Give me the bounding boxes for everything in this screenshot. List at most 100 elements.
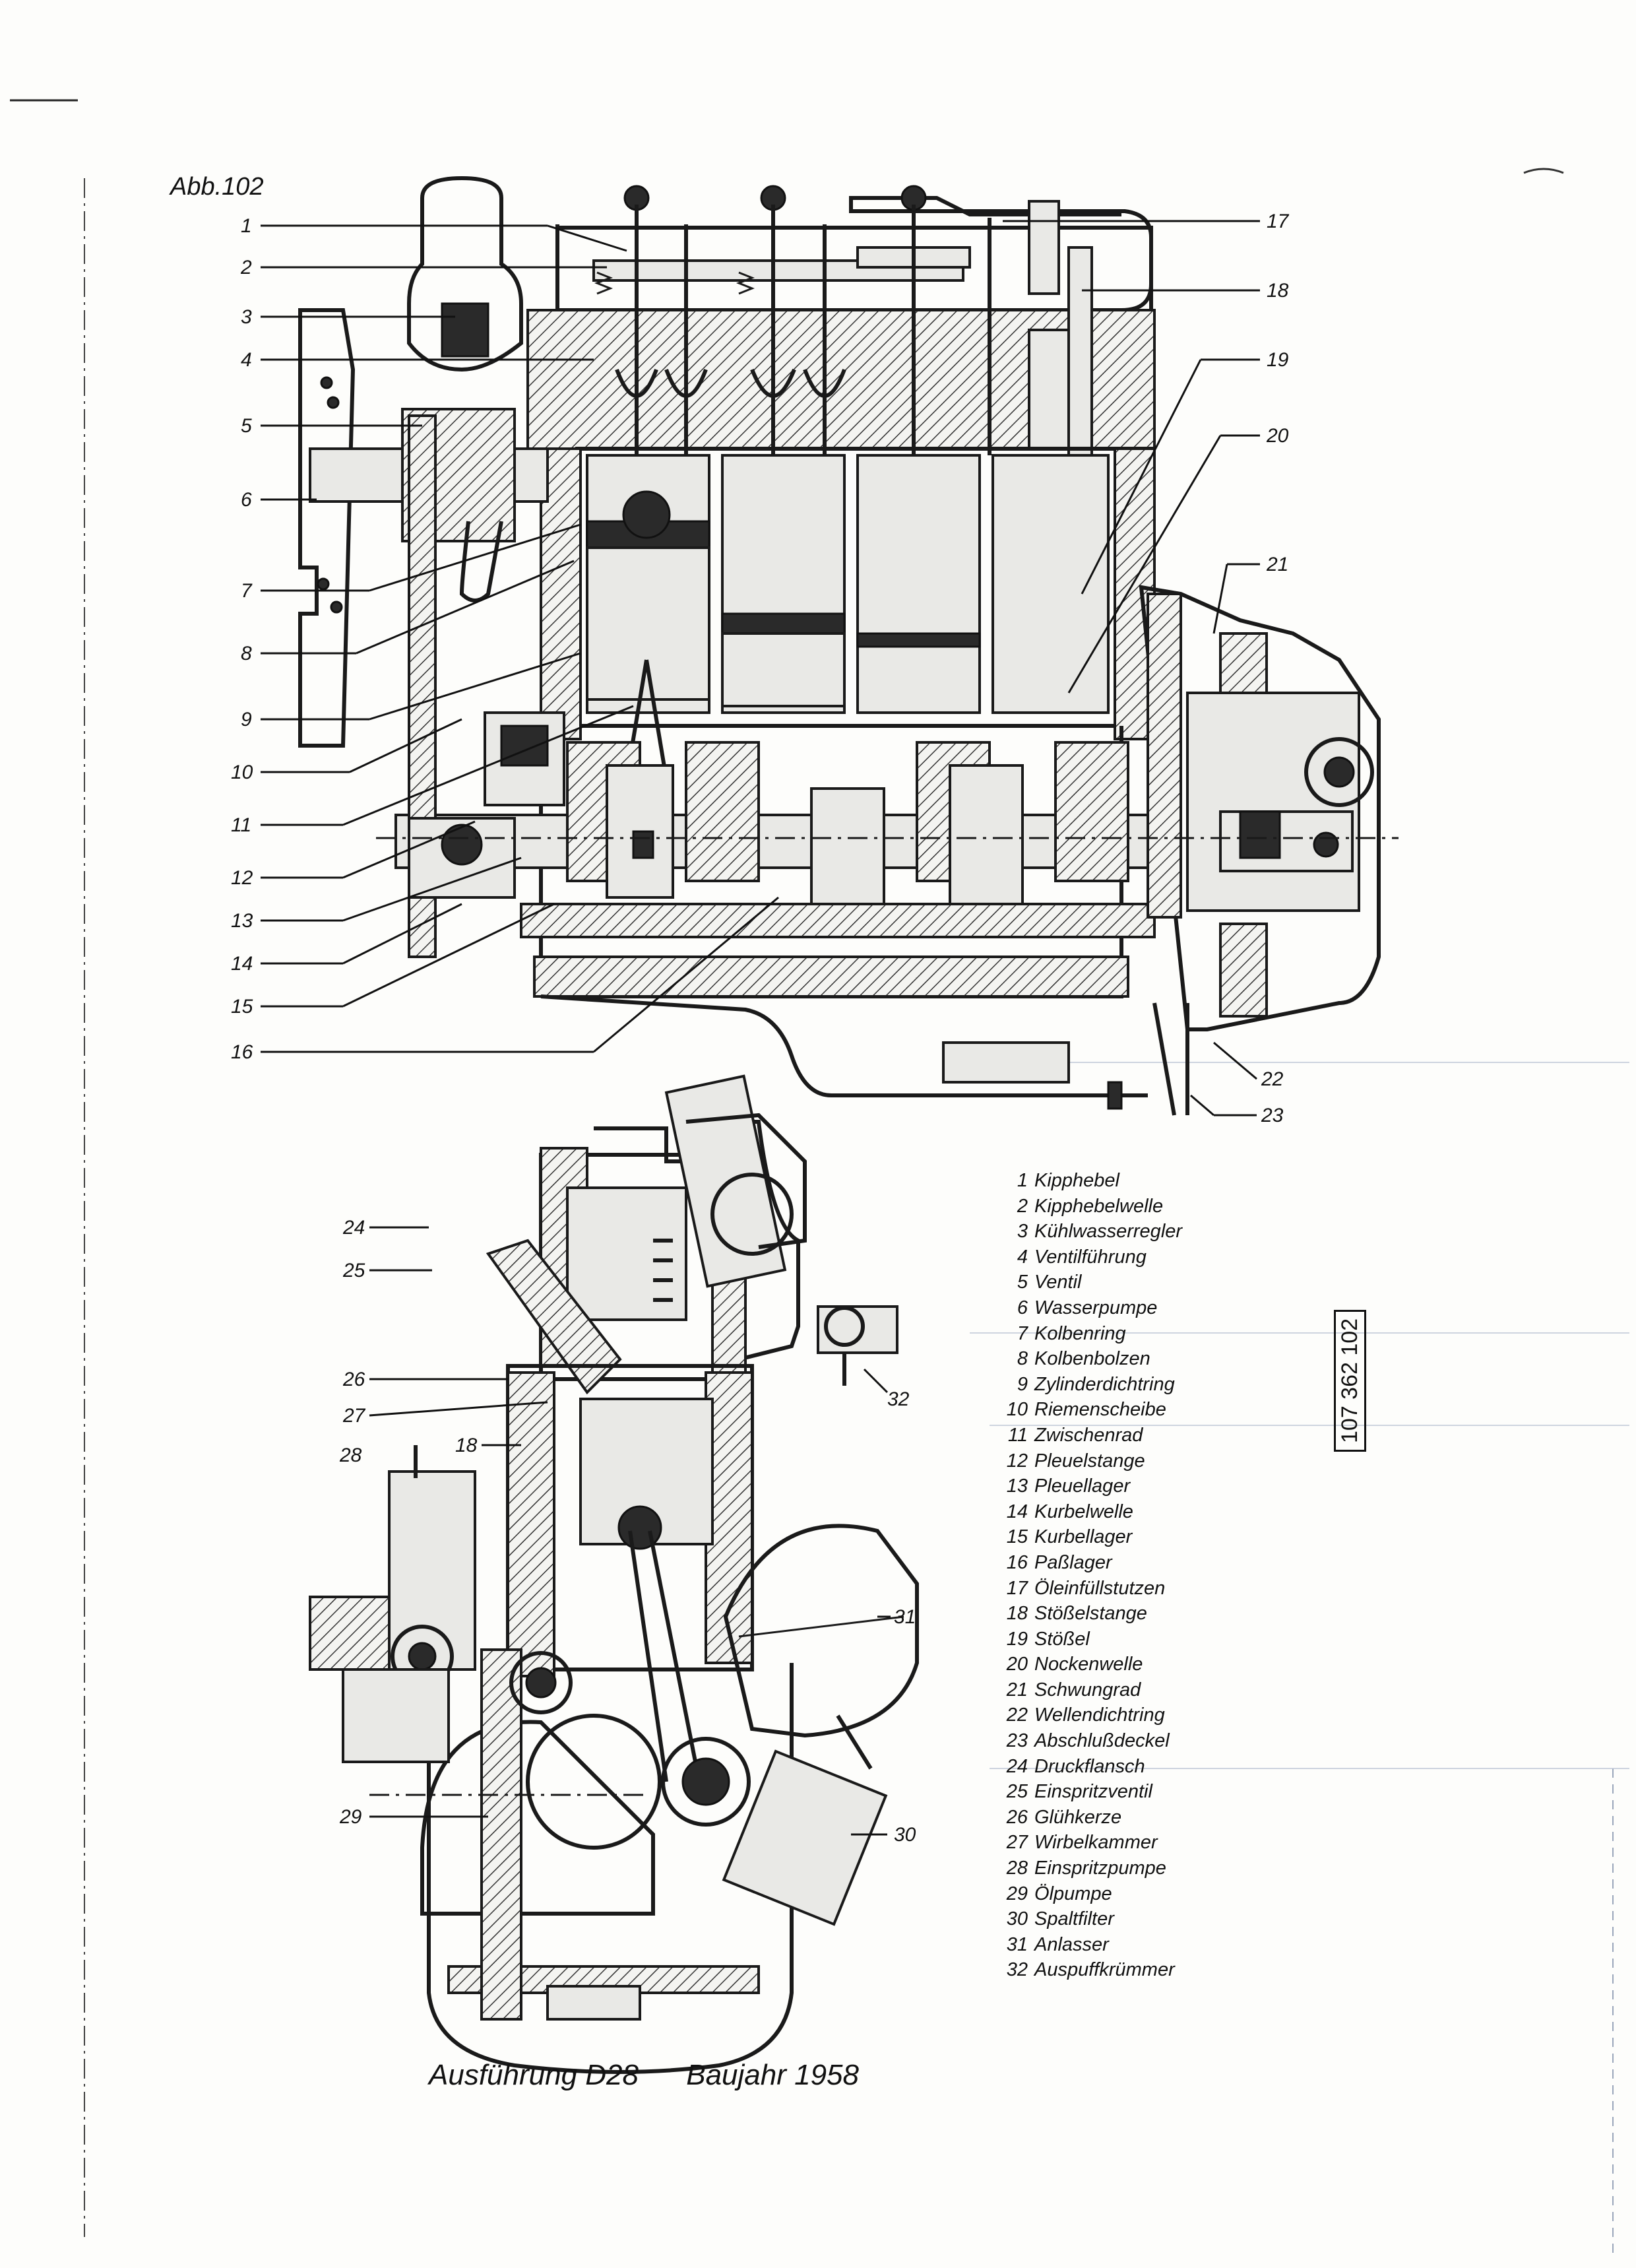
callout-14: 14 (231, 953, 253, 975)
legend-item-label: Wasserpumpe (1034, 1297, 1158, 1318)
callout-6: 6 (241, 489, 252, 511)
legend-item-label: Stößel (1034, 1628, 1090, 1650)
legend-item-label: Auspuffkrümmer (1034, 1959, 1175, 1981)
legend-item-number: 5 (1017, 1272, 1028, 1293)
legend-item: 22 Wellendichtring (990, 1702, 1359, 1728)
legend-item: 32 Auspuffkrümmer (990, 1957, 1359, 1983)
callout-10: 10 (231, 761, 253, 783)
legend-item-label: Glühkerze (1034, 1806, 1122, 1828)
callout-23: 23 (1261, 1105, 1284, 1126)
legend-item-label: Nockenwelle (1034, 1654, 1143, 1675)
legend-item-number: 29 (1006, 1883, 1028, 1904)
legend-item-label: Anlasser (1034, 1933, 1109, 1955)
legend-item-label: Kolbenbolzen (1034, 1348, 1150, 1370)
legend-item-number: 15 (1006, 1526, 1028, 1548)
legend-item-number: 1 (1017, 1170, 1028, 1191)
callout-12: 12 (231, 867, 253, 889)
document-number: 107 362 102 (1334, 1309, 1366, 1452)
legend-item-label: Kühlwasserregler (1034, 1221, 1183, 1243)
crankshaft (394, 741, 1176, 905)
legend-item-label: Kipphebelwelle (1034, 1195, 1164, 1217)
legend-item-label: Pleuelstange (1034, 1450, 1145, 1472)
front-accessories (298, 176, 565, 958)
legend-item-label: Zylinderdichtring (1034, 1373, 1175, 1395)
legend-item-number: 17 (1006, 1577, 1028, 1599)
legend-item-number: 27 (1006, 1832, 1028, 1854)
legend-item-label: Pleuellager (1034, 1475, 1131, 1497)
legend-item-number: 32 (1006, 1959, 1028, 1981)
callout-25: 25 (342, 1260, 365, 1281)
scan-marks (10, 99, 1629, 2257)
legend-item-label: Einspritzventil (1034, 1781, 1152, 1803)
legend-item: 27 Wirbelkammer (990, 1830, 1359, 1856)
callout-16: 16 (231, 1041, 253, 1063)
legend-item: 21 Schwungrad (990, 1677, 1359, 1703)
callout-28: 28 (339, 1444, 362, 1466)
callout-21: 21 (1266, 554, 1288, 575)
callout-13: 13 (231, 910, 253, 932)
legend-item-number: 24 (1006, 1755, 1028, 1777)
legend-item-number: 16 (1006, 1551, 1028, 1573)
legend-item-label: Wellendichtring (1034, 1704, 1165, 1726)
callout-numbers: 1 2 3 4 5 6 7 8 9 10 11 12 13 14 15 16 1… (231, 211, 1290, 1846)
legend-item-number: 22 (1006, 1704, 1028, 1726)
legend-item-number: 3 (1017, 1221, 1028, 1243)
legend-item-number: 21 (1006, 1679, 1028, 1701)
legend-item-label: Einspritzpumpe (1034, 1858, 1166, 1879)
legend-item: 15 Kurbellager (990, 1524, 1359, 1550)
legend-item: 3 Kühlwasserregler (990, 1219, 1359, 1245)
legend-item-label: Wirbelkammer (1034, 1832, 1158, 1854)
legend-item-number: 12 (1006, 1450, 1028, 1472)
legend-item-number: 26 (1006, 1806, 1028, 1828)
callout-2: 2 (240, 257, 252, 278)
legend-item: 26 Glühkerze (990, 1805, 1359, 1831)
legend-item-label: Schwungrad (1034, 1679, 1141, 1701)
legend-item-label: Abschlußdeckel (1034, 1730, 1170, 1752)
legend-item-label: Ventil (1034, 1272, 1082, 1293)
legend-item-number: 8 (1017, 1348, 1028, 1370)
callout-22: 22 (1261, 1068, 1284, 1090)
cross-section (309, 1074, 919, 2074)
legend-item-label: Zwischenrad (1034, 1424, 1143, 1446)
valve-train (592, 185, 991, 462)
callout-leaders (261, 220, 1260, 1836)
legend-item-label: Kurbellager (1034, 1526, 1133, 1548)
legend-item: 8 Kolbenbolzen (990, 1346, 1359, 1372)
callout-17: 17 (1267, 211, 1290, 232)
callout-26: 26 (342, 1369, 365, 1390)
callout-24: 24 (342, 1217, 365, 1239)
legend-item-label: Spaltfilter (1034, 1908, 1114, 1930)
callout-3: 3 (241, 306, 252, 328)
callout-18: 18 (1267, 280, 1289, 302)
legend-item-label: Öleinfüllstutzen (1034, 1577, 1166, 1599)
longitudinal-section (298, 176, 1399, 1116)
legend-item: 5 Ventil (990, 1270, 1359, 1295)
legend-item-number: 7 (1017, 1322, 1028, 1344)
callout-15: 15 (231, 996, 253, 1018)
flywheel-housing (1139, 585, 1381, 1031)
callout-1: 1 (241, 215, 252, 237)
legend-item: 17 Öleinfüllstutzen (990, 1576, 1359, 1602)
